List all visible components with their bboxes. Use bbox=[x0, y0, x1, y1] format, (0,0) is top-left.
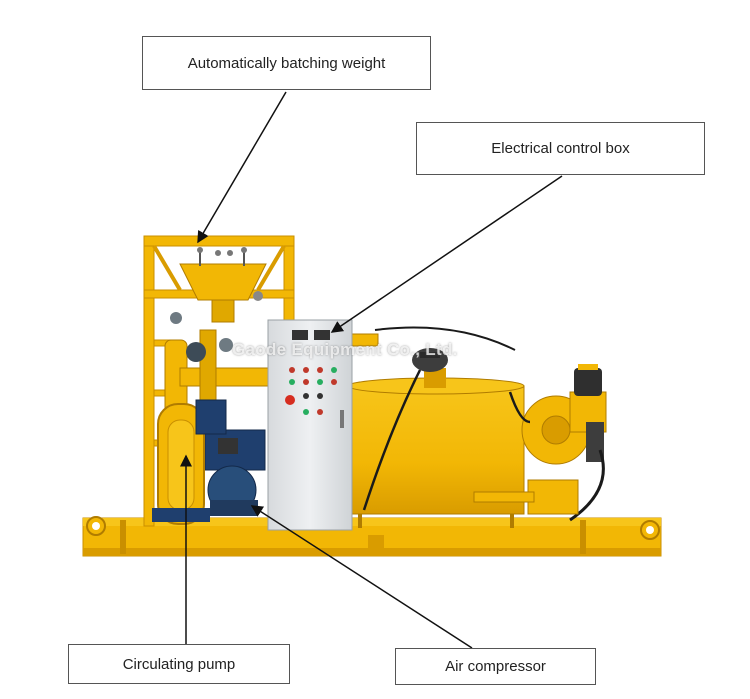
watermark-text: Gaode Equipment Co., Ltd. bbox=[232, 340, 458, 359]
air-compressor bbox=[204, 429, 266, 516]
electrical-control-cabinet bbox=[267, 319, 353, 531]
tower-piping bbox=[164, 329, 291, 421]
leader-lines bbox=[180, 91, 563, 649]
skid-base bbox=[82, 516, 662, 557]
label-air-compressor: Air compressor bbox=[395, 648, 596, 685]
circulating-pump bbox=[152, 399, 227, 525]
hoses bbox=[362, 369, 531, 511]
hose-pump bbox=[473, 364, 607, 522]
label-batching-weight: Automatically batching weight bbox=[142, 36, 431, 90]
label-circulating-pump: Circulating pump bbox=[68, 644, 290, 684]
weighing-hopper bbox=[170, 247, 267, 324]
label-electrical-control-box: Electrical control box bbox=[416, 122, 705, 175]
